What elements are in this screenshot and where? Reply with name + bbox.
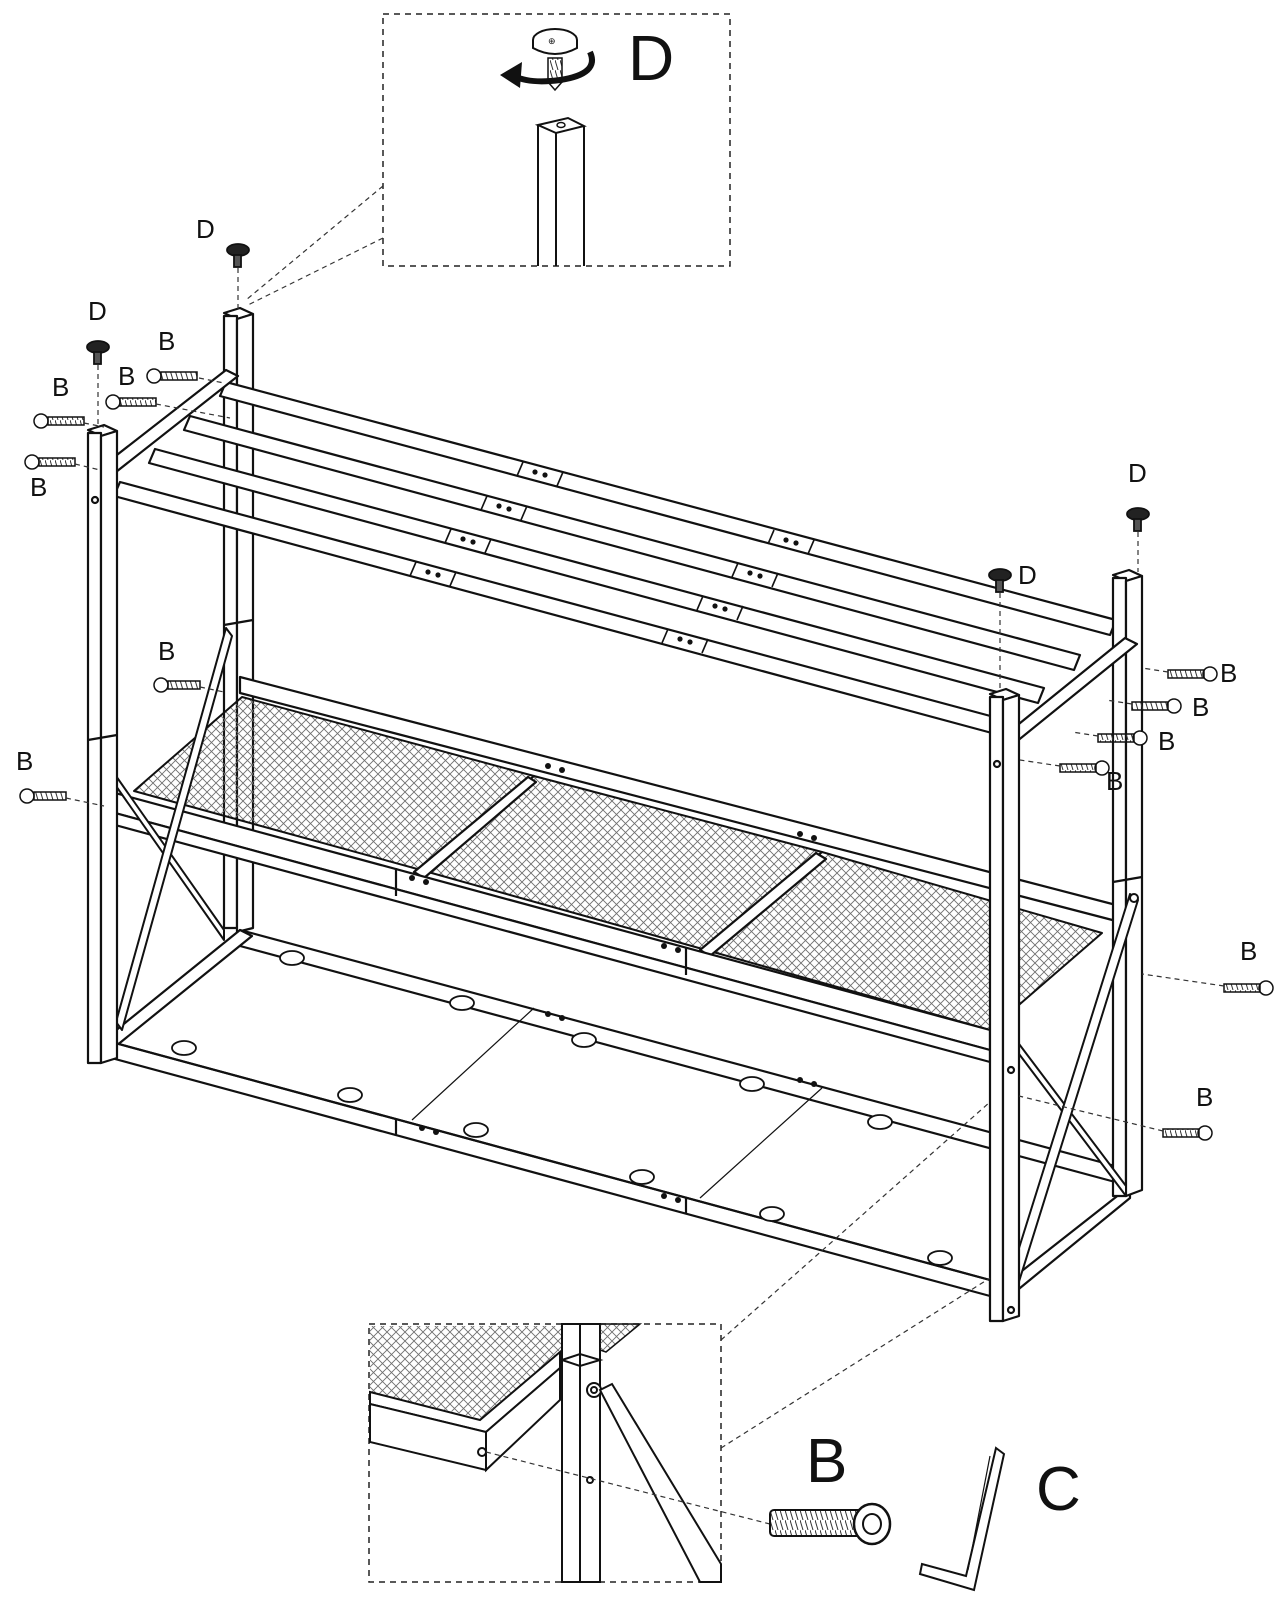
label-d: D: [1128, 458, 1147, 488]
mesh-shelf: [133, 696, 1103, 1031]
label-b: B: [1220, 658, 1237, 688]
bolt-b-icon: [1162, 1125, 1213, 1141]
detail-inset-joint: [368, 1101, 991, 1583]
cap-d-icon: [988, 568, 1012, 593]
bolt-b-icon: [146, 368, 198, 384]
part-c-allen-key-icon: C: [918, 1446, 1081, 1592]
label-b: B: [1196, 1082, 1213, 1112]
callout-labels: D D D D B B B B B B B B B B B B: [16, 214, 1257, 1112]
side-braces-right: [1003, 893, 1139, 1305]
label-b: B: [158, 326, 175, 356]
bolt-b-icon: [1223, 980, 1274, 996]
inset-frame: [368, 1323, 722, 1583]
detail-inset-cap: ⊕ D: [245, 13, 731, 307]
label-c-large: C: [1036, 1455, 1081, 1524]
label-b: B: [1240, 936, 1257, 966]
label-b: B: [30, 472, 47, 502]
label-b: B: [16, 746, 33, 776]
label-d: D: [196, 214, 215, 244]
cap-d-icon: [226, 243, 250, 268]
bottom-frame: [102, 928, 1132, 1308]
bolt-b-icon: [19, 788, 67, 804]
bolts-b: [19, 368, 1274, 1141]
part-b-bolt: B: [769, 1427, 892, 1546]
bolt-b-icon: [153, 677, 201, 693]
bolt-b-icon: [1131, 698, 1182, 714]
caps-d: [86, 243, 1150, 593]
label-b: B: [52, 372, 69, 402]
label-b: B: [118, 361, 135, 391]
top-bars: [112, 380, 1118, 738]
side-braces-left: [115, 627, 233, 1031]
label-b: B: [1192, 692, 1209, 722]
svg-text:⊕: ⊕: [548, 36, 556, 46]
label-d: D: [88, 296, 107, 326]
inset-post: [534, 116, 587, 266]
cap-d-icon: [1126, 507, 1150, 532]
bolt-b-icon: [24, 454, 76, 470]
label-d-large: D: [628, 22, 674, 94]
post-front-right: [988, 687, 1021, 1323]
rotate-arrow-icon: [500, 50, 595, 88]
bolt-b-icon: [1167, 666, 1218, 682]
label-d: D: [1018, 560, 1037, 590]
post-back-right: [1111, 568, 1144, 1198]
bolt-b-icon: [1059, 760, 1110, 776]
bolt-b-icon: [33, 413, 85, 429]
label-b: B: [1158, 726, 1175, 756]
shelving-frame: [86, 306, 1144, 1323]
post-front-left: [86, 423, 119, 1065]
bolt-leader-lines: [65, 377, 1225, 1132]
label-b: B: [158, 636, 175, 666]
label-b-large: B: [806, 1427, 847, 1496]
label-b: B: [1106, 766, 1123, 796]
cap-leader-lines: [97, 268, 1139, 692]
bolt-b-icon: [1097, 730, 1148, 746]
cap-d-icon: [86, 340, 110, 365]
bolt-b-icon: [105, 394, 157, 410]
